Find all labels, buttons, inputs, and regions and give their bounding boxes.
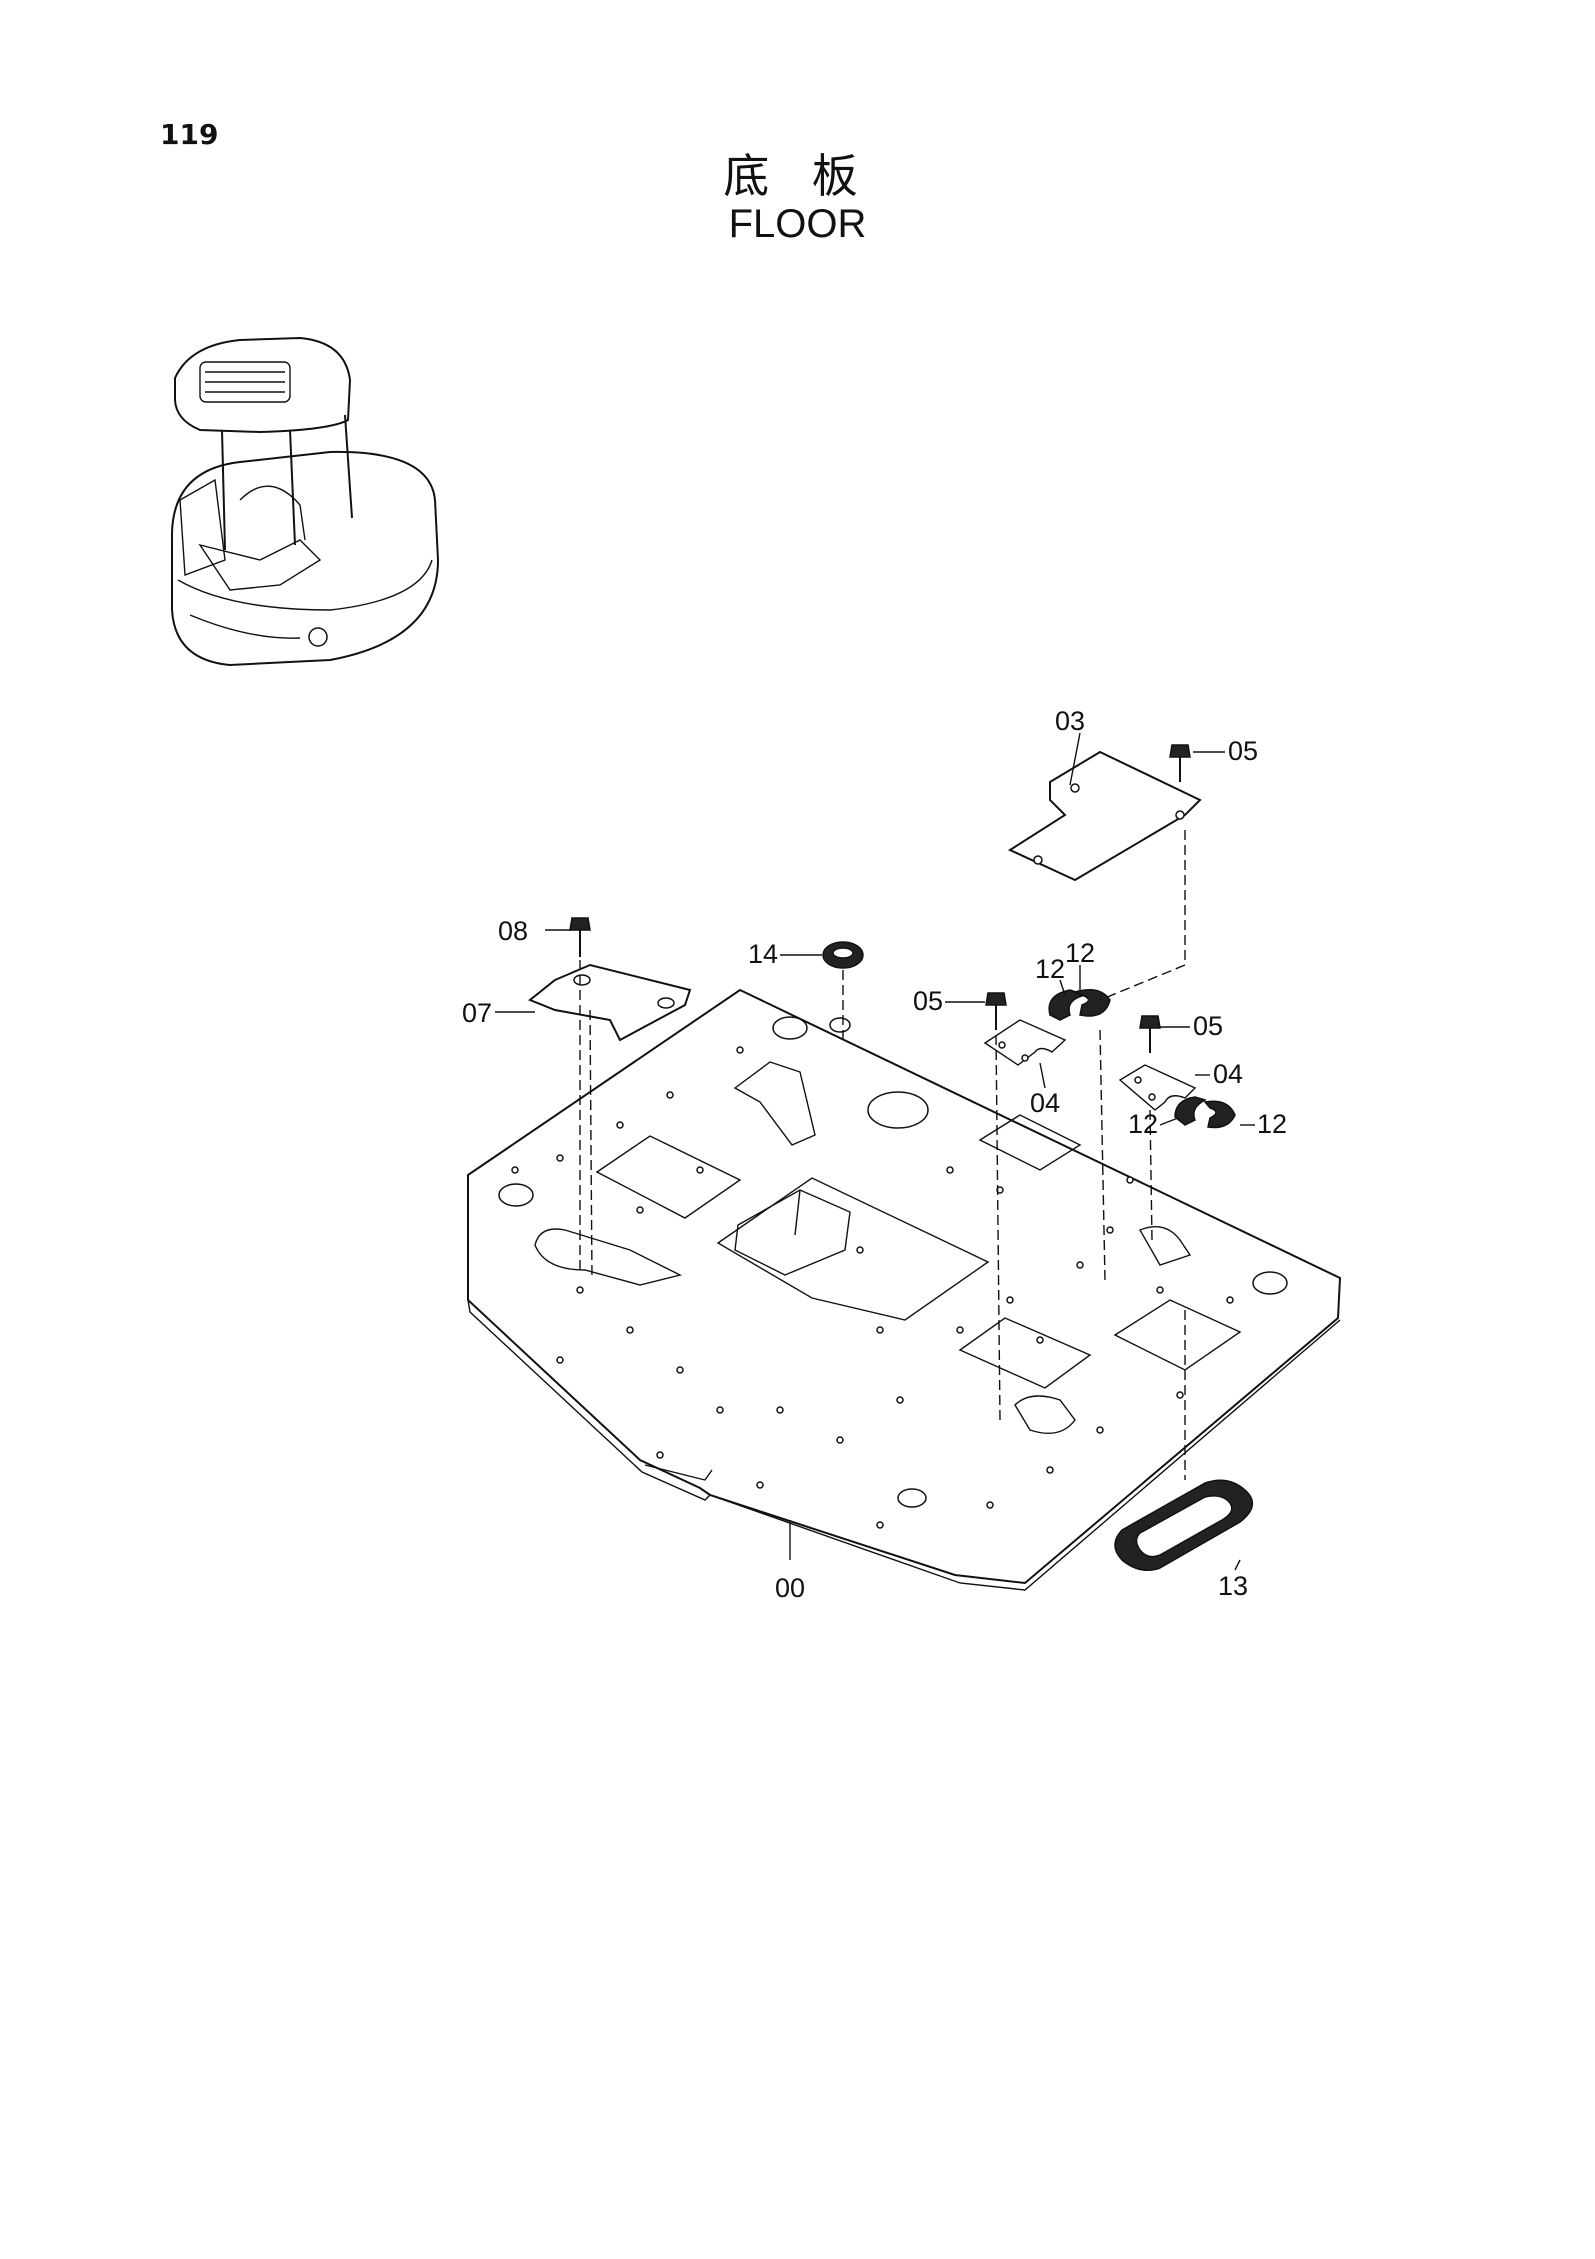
leader-lines bbox=[495, 732, 1255, 1571]
callout-07: 07 bbox=[462, 998, 492, 1028]
machine-location-thumbnail bbox=[170, 336, 440, 667]
callout-14: 14 bbox=[748, 939, 778, 969]
bolts bbox=[569, 744, 1191, 1053]
callout-05-right: 05 bbox=[1193, 1011, 1223, 1041]
callout-13: 13 bbox=[1218, 1571, 1248, 1601]
page-title-chinese: 底 板 bbox=[723, 149, 872, 203]
part-14-seal bbox=[822, 941, 864, 969]
callout-05-top: 05 bbox=[1228, 736, 1258, 766]
page-title-english: FLOOR bbox=[728, 202, 867, 246]
page-number: 119 bbox=[160, 118, 219, 151]
callout-04-left: 04 bbox=[1030, 1088, 1060, 1118]
callout-05-mid: 05 bbox=[913, 986, 943, 1016]
callout-labels: 03 05 08 07 14 05 12 12 05 04 04 12 12 0… bbox=[462, 706, 1287, 1603]
part-04-brackets bbox=[983, 1019, 1197, 1111]
callout-12-d: 12 bbox=[1257, 1109, 1287, 1139]
part-12-grommets bbox=[1048, 989, 1236, 1129]
part-13-gasket bbox=[1114, 1479, 1254, 1571]
callout-12-c: 12 bbox=[1128, 1109, 1158, 1139]
callout-00: 00 bbox=[775, 1573, 805, 1603]
floor-plate bbox=[467, 988, 1342, 1591]
part-07-plate bbox=[528, 963, 692, 1042]
assembly-lines bbox=[579, 830, 1186, 1480]
callout-04-right: 04 bbox=[1213, 1059, 1243, 1089]
callout-12-a: 12 bbox=[1035, 954, 1065, 984]
callout-08: 08 bbox=[498, 916, 528, 946]
callout-12-b: 12 bbox=[1065, 938, 1095, 968]
callout-03: 03 bbox=[1055, 706, 1085, 736]
part-03-cover bbox=[1007, 750, 1202, 882]
